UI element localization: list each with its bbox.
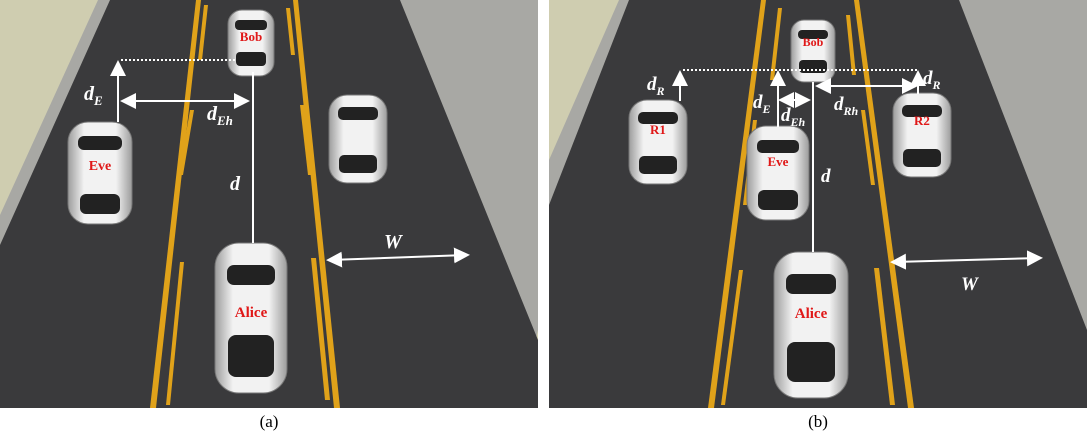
car-label-alice: Alice [235,305,268,321]
caption-b: (b) [549,412,1087,432]
car-bob: Bob [791,20,835,82]
car-r1: R1 [629,100,687,184]
car-unlabeled [329,95,387,183]
road-scene-a: Bob Eve Alice dE dEh d W [0,0,538,408]
car-label-eve: Eve [768,154,789,169]
panel-a: Bob Eve Alice dE dEh d W [0,0,538,408]
panel-b: Bob R1 Eve R2 Alice dR dR dE dEh dRh [549,0,1087,408]
road-scene-b: Bob R1 Eve R2 Alice dR dR dE dEh dRh [549,0,1087,408]
label-W: W [961,274,979,295]
car-label-bob: Bob [803,35,824,49]
car-bob: Bob [228,10,274,76]
car-eve: Eve [68,122,132,224]
car-label-r2: R2 [914,113,930,128]
label-d: d [821,166,831,187]
car-label-alice: Alice [795,306,828,322]
car-label-eve: Eve [89,159,112,174]
car-alice: Alice [215,243,287,393]
caption-a: (a) [0,412,538,432]
car-eve: Eve [747,126,809,220]
car-r2: R2 [893,93,951,177]
car-label-r1: R1 [650,122,666,137]
car-label-bob: Bob [240,29,262,44]
label-d: d [230,173,241,195]
label-W: W [384,231,403,253]
car-alice: Alice [774,252,848,398]
